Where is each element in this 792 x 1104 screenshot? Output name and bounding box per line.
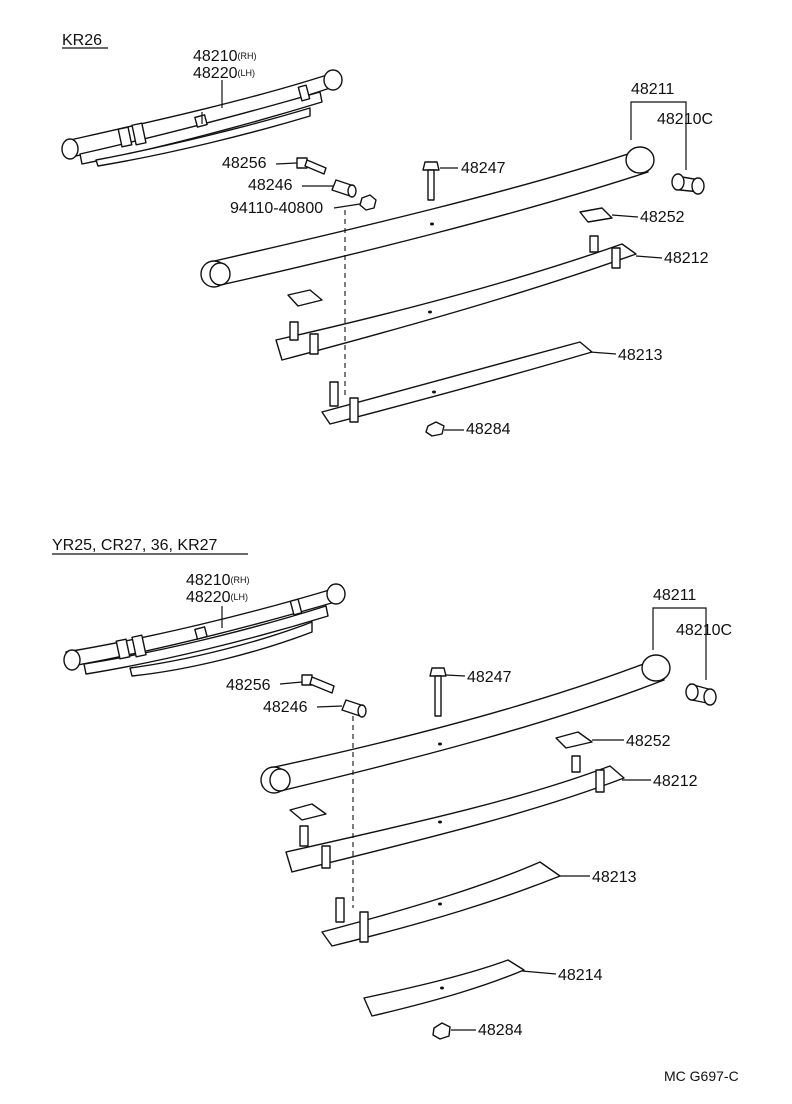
nut-48284 <box>432 1022 451 1040</box>
label-48213: 48213 <box>592 869 637 886</box>
label-48214: 48214 <box>558 967 603 984</box>
bolt-48256 <box>296 157 327 175</box>
center-bolt-48247 <box>429 667 447 717</box>
pad-left <box>287 289 323 307</box>
leaf-48213 <box>321 341 593 425</box>
label-48246: 48246 <box>263 699 308 716</box>
bushing-48210c <box>685 683 717 706</box>
reference-code: MC G697-C <box>664 1068 739 1084</box>
label-48211: 48211 <box>631 81 674 98</box>
label-48211: 48211 <box>653 587 696 604</box>
spacer-48246 <box>341 699 367 718</box>
leaf-48212 <box>285 755 625 873</box>
spacer-48246 <box>331 179 357 198</box>
leader-48211 <box>652 607 707 680</box>
label-48256: 48256 <box>222 155 267 172</box>
label-48246: 48246 <box>248 177 293 194</box>
leaf-48214 <box>363 959 525 1017</box>
section-title: YR25, CR27, 36, KR27 <box>52 537 218 554</box>
main-leaf-48211 <box>200 146 655 288</box>
label-94110-40800: 94110-40800 <box>230 200 323 217</box>
label-48252: 48252 <box>626 733 671 750</box>
nut-94110 <box>359 194 377 211</box>
pad-48252 <box>555 731 593 749</box>
leader-48211 <box>630 101 687 170</box>
label-48213: 48213 <box>618 347 663 364</box>
label-48252: 48252 <box>640 209 685 226</box>
leaf-spring-assembly <box>61 69 343 167</box>
label-48220: 48220(LH) <box>193 65 255 82</box>
section-yr25: YR25, CR27, 36, KR27 48210(RH) 48220(LH)… <box>52 537 732 1040</box>
pad-left <box>289 803 327 821</box>
pad-48252 <box>579 207 613 223</box>
main-leaf-48211 <box>260 654 671 794</box>
bolt-48256 <box>301 674 335 694</box>
label-48212: 48212 <box>664 250 709 267</box>
label-48210: 48210(RH) <box>186 572 250 589</box>
label-48284: 48284 <box>466 421 511 438</box>
label-48247: 48247 <box>461 160 506 177</box>
label-48284: 48284 <box>478 1022 523 1039</box>
leaf-spring-assembly <box>63 583 346 677</box>
label-48247: 48247 <box>467 669 512 686</box>
label-48210c: 48210C <box>676 622 732 639</box>
label-48210: 48210(RH) <box>193 48 257 65</box>
nut-48284 <box>425 421 445 437</box>
bushing-48210c <box>671 173 705 195</box>
leaf-48213 <box>321 861 561 947</box>
label-48220: 48220(LH) <box>186 589 248 606</box>
label-48256: 48256 <box>226 677 271 694</box>
label-48210c: 48210C <box>657 111 713 128</box>
label-48212: 48212 <box>653 773 698 790</box>
section-title: KR26 <box>62 32 102 49</box>
center-bolt-48247 <box>422 161 440 201</box>
leaf-48212 <box>275 235 637 361</box>
section-kr26: KR26 48210(RH) 48220(LH) 48211 <box>61 32 713 438</box>
